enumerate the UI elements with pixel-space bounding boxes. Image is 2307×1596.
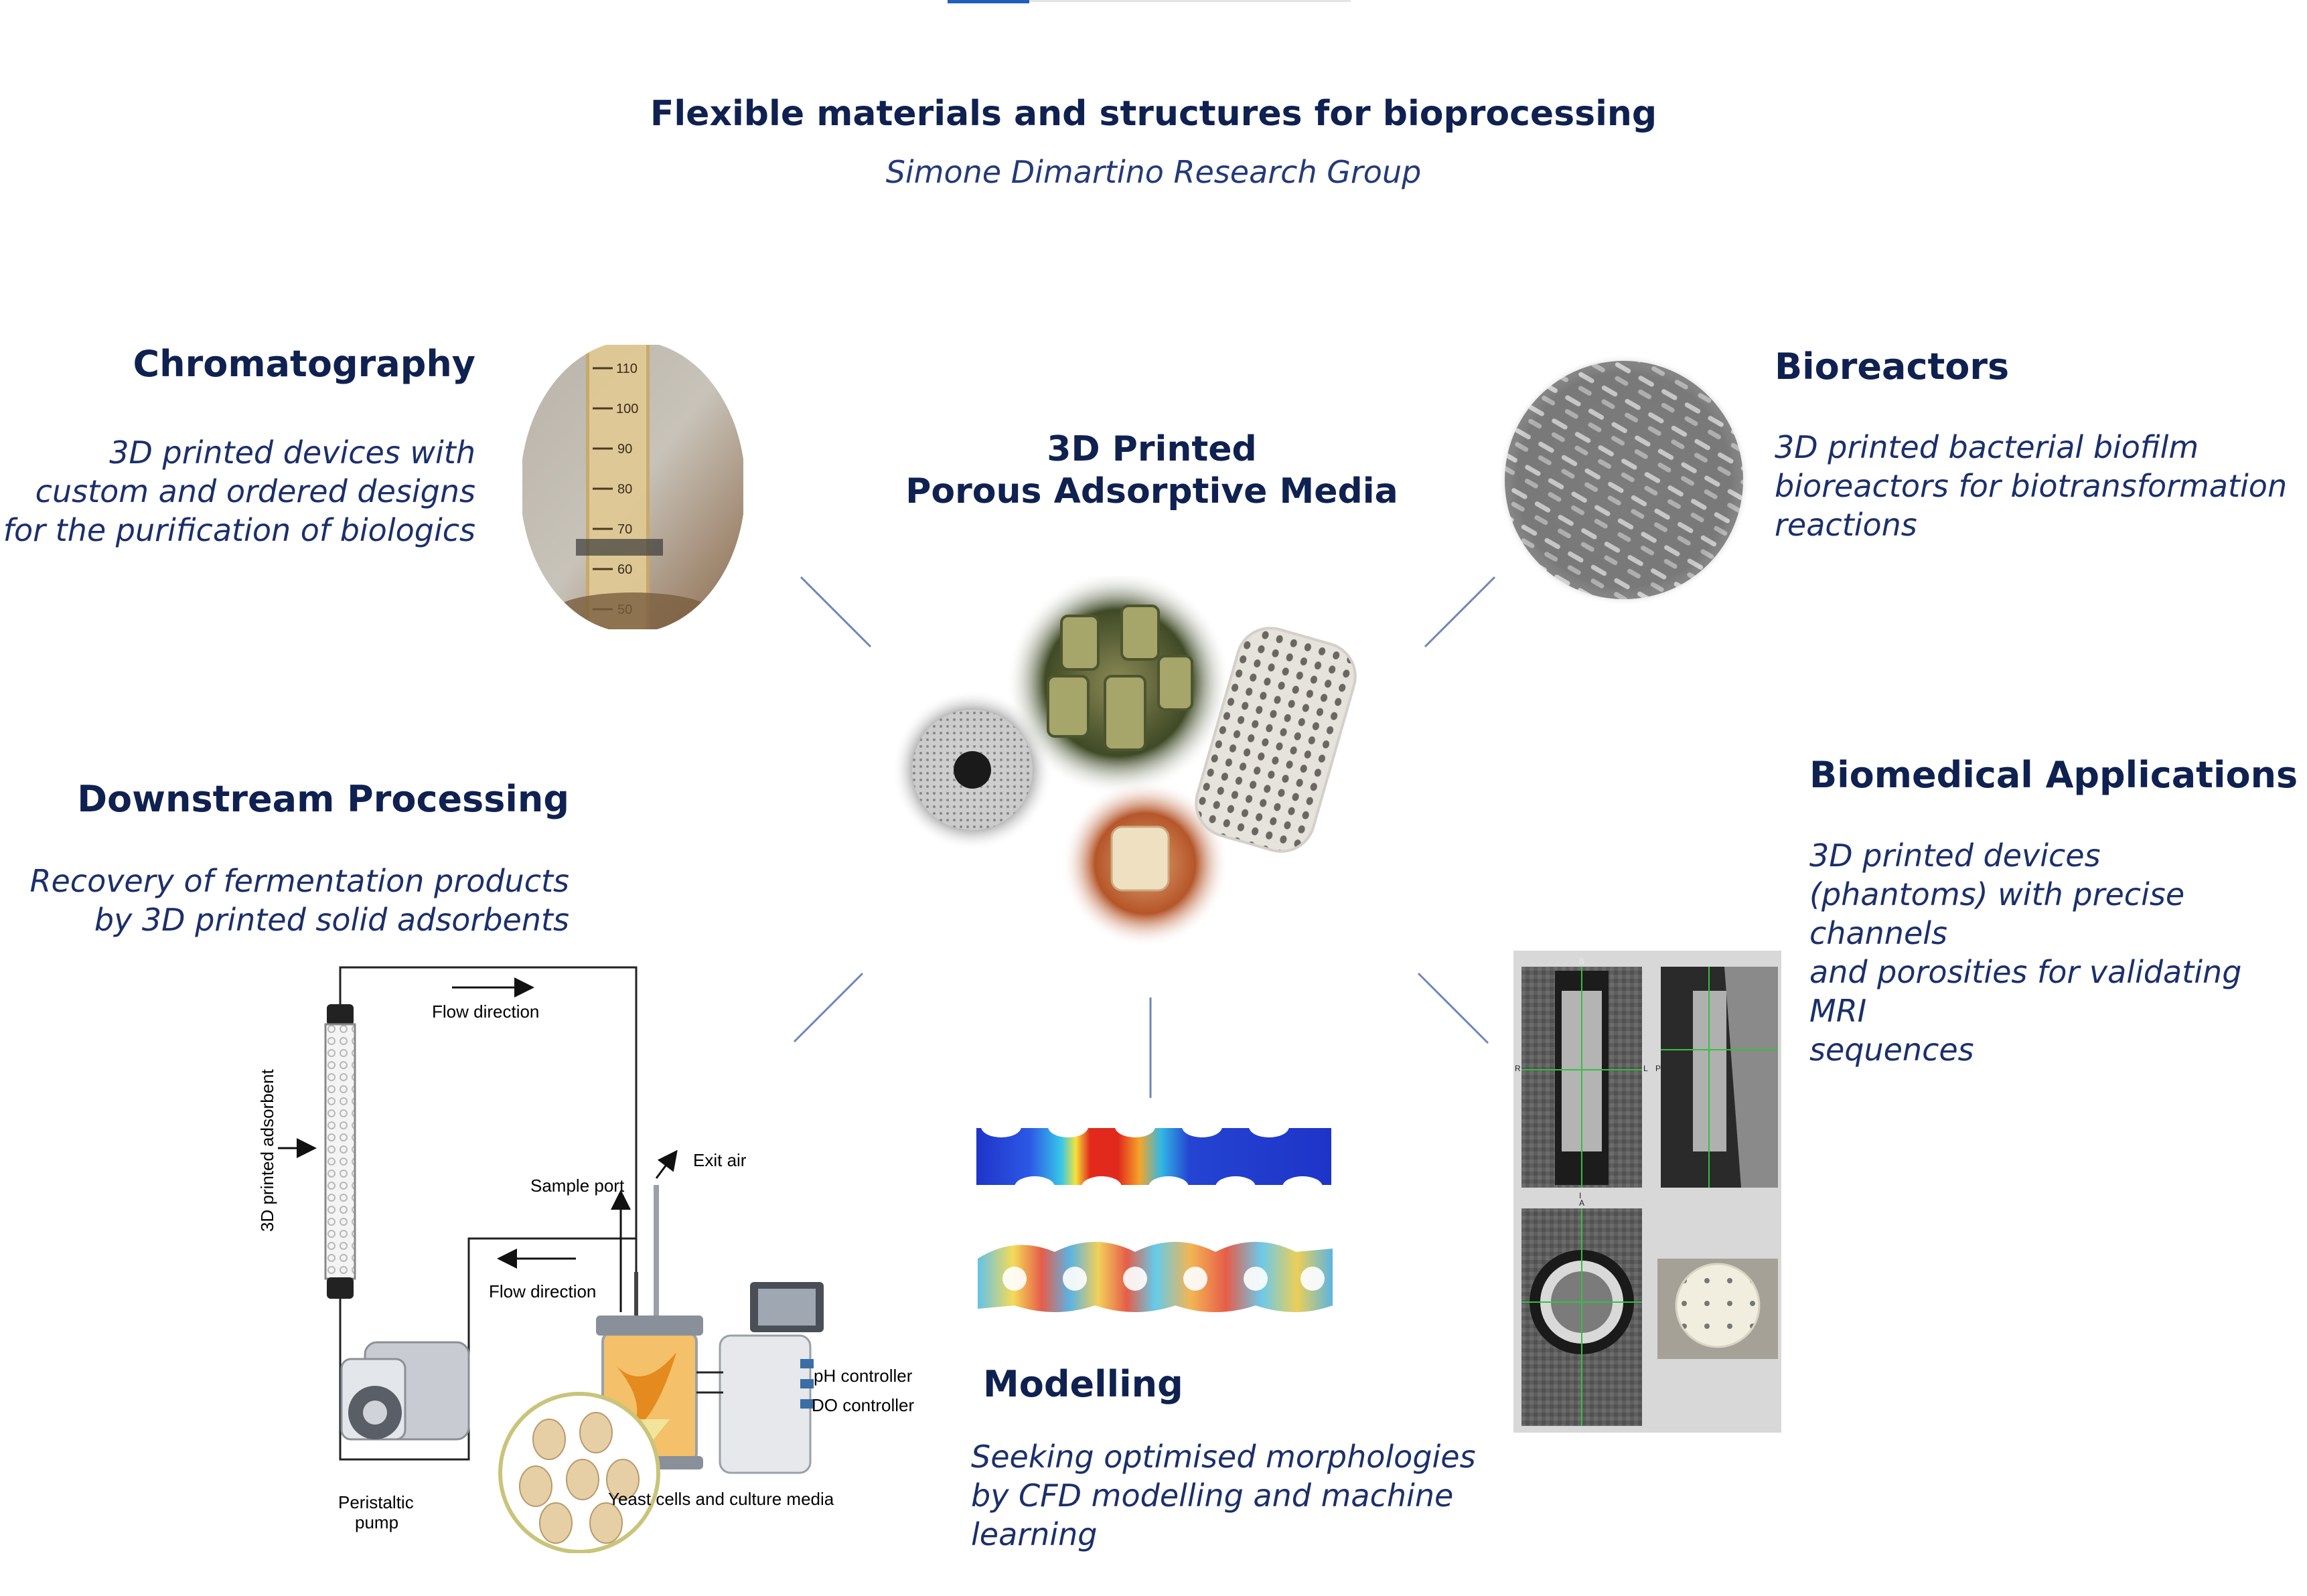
connector-chromatography xyxy=(800,576,872,648)
cfd-turbulence-plot xyxy=(978,1242,1333,1312)
controller-unit xyxy=(719,1282,824,1474)
scale-label: 90 xyxy=(617,442,632,457)
cfd-simulation-images xyxy=(976,1116,1333,1312)
bioreactors-description: 3D printed bacterial biofilm bioreactors… xyxy=(1775,428,2287,545)
modelling-desc-line: Seeking optimised morphologies xyxy=(971,1439,1476,1475)
mri-label: S xyxy=(1579,957,1584,966)
printed-piece xyxy=(1110,825,1170,892)
mri-label: A xyxy=(1579,1198,1584,1208)
column-top-cap xyxy=(327,1004,354,1026)
white-cylinder-photo xyxy=(1195,627,1357,853)
peristaltic-pump-label: Peristaltic xyxy=(338,1492,414,1512)
center-title-line2: Porous Adsorptive Media xyxy=(905,471,1398,512)
connector-bioreactors xyxy=(1424,576,1496,648)
biomedical-desc-line: sequences xyxy=(1809,1031,1974,1068)
bioreactors-desc-line: bioreactors for biotransformation xyxy=(1775,467,2288,504)
adsorbent-column xyxy=(324,1023,356,1280)
page-subtitle: Simone Dimartino Research Group xyxy=(885,154,1422,190)
center-title-line1: 3D Printed xyxy=(1047,429,1257,469)
mri-label: R xyxy=(1515,1064,1521,1073)
chromatography-photo: 110 100 90 80 70 60 50 xyxy=(522,345,743,629)
bioreactors-desc-line: reactions xyxy=(1775,506,1917,543)
scale-label: 60 xyxy=(617,562,632,577)
modelling-title: Modelling xyxy=(983,1363,1183,1405)
biomedical-title: Biomedical Applications xyxy=(1809,754,2298,796)
biomedical-desc-line: (phantoms) with precise channels xyxy=(1809,876,2185,951)
chromatography-desc-line: 3D printed devices with xyxy=(109,434,475,471)
flow-direction-label: Flow direction xyxy=(432,1002,539,1022)
top-divider xyxy=(948,0,1351,2)
connector-biomedical xyxy=(1417,972,1489,1044)
mri-scan-panel: S R L P I A xyxy=(1513,951,1781,1433)
mri-label: P xyxy=(1655,1064,1661,1073)
downstream-desc-line: Recovery of fermentation products xyxy=(29,863,569,899)
biomedical-desc-line: and porosities for validating MRI xyxy=(1809,953,2242,1029)
do-controller-label: DO controller xyxy=(812,1395,914,1415)
scale-label: 100 xyxy=(616,402,638,416)
peristaltic-pump xyxy=(340,1341,470,1441)
yeast-cells xyxy=(519,1412,640,1544)
downstream-desc-line: by 3D printed solid adsorbents xyxy=(94,901,569,938)
flow-direction-label: Flow direction xyxy=(489,1281,596,1301)
chromatography-desc-line: custom and ordered designs xyxy=(35,473,475,509)
porous-media-photos xyxy=(892,576,1357,947)
biomedical-description: 3D printed devices (phantoms) with preci… xyxy=(1809,837,2307,1070)
exit-air-arrow xyxy=(655,1149,678,1179)
modelling-description: Seeking optimised morphologies by CFD mo… xyxy=(971,1438,1476,1554)
ph-controller-label: pH controller xyxy=(814,1366,913,1386)
bioreactors-title: Bioreactors xyxy=(1775,345,2010,388)
modelling-desc-line: by CFD modelling and machine xyxy=(971,1477,1454,1514)
downstream-description: Recovery of fermentation products by 3D … xyxy=(30,862,569,940)
scale-label: 110 xyxy=(616,362,638,376)
connector-downstream xyxy=(793,972,864,1043)
column-bottom-cap xyxy=(327,1277,354,1299)
sample-port-label: Sample port xyxy=(530,1176,625,1196)
cfd-velocity-plot xyxy=(976,1128,1331,1185)
center-title: 3D Printed Porous Adsorptive Media xyxy=(871,428,1433,513)
downstream-title: Downstream Processing xyxy=(77,778,569,820)
biomedical-desc-line: 3D printed devices xyxy=(1809,837,2101,874)
downstream-process-diagram: Flow direction 3D printed adsorbent Samp… xyxy=(257,966,914,1553)
scale-label: 70 xyxy=(617,522,632,537)
chromatography-title: Chromatography xyxy=(133,343,475,385)
adsorbent-label: 3D printed adsorbent xyxy=(257,1068,277,1232)
modelling-desc-line: learning xyxy=(971,1516,1098,1552)
yeast-label: Yeast cells and culture media xyxy=(608,1489,834,1509)
mri-label: I xyxy=(1579,1191,1581,1200)
chromatography-description: 3D printed devices with custom and order… xyxy=(3,434,475,550)
page-title: Flexible materials and structures for bi… xyxy=(650,94,1657,134)
biofilm-sem-photo xyxy=(1498,354,1750,606)
disk-center-hole xyxy=(954,751,991,789)
top-divider-accent xyxy=(948,0,1029,3)
peristaltic-pump-label: pump xyxy=(355,1512,398,1532)
scale-label: 80 xyxy=(617,482,632,497)
chromatography-desc-line: for the purification of biologics xyxy=(3,511,475,548)
bioreactors-desc-line: 3D printed bacterial biofilm xyxy=(1775,429,2199,465)
mri-label: L xyxy=(1643,1064,1648,1073)
exit-air-label: Exit air xyxy=(693,1150,747,1170)
